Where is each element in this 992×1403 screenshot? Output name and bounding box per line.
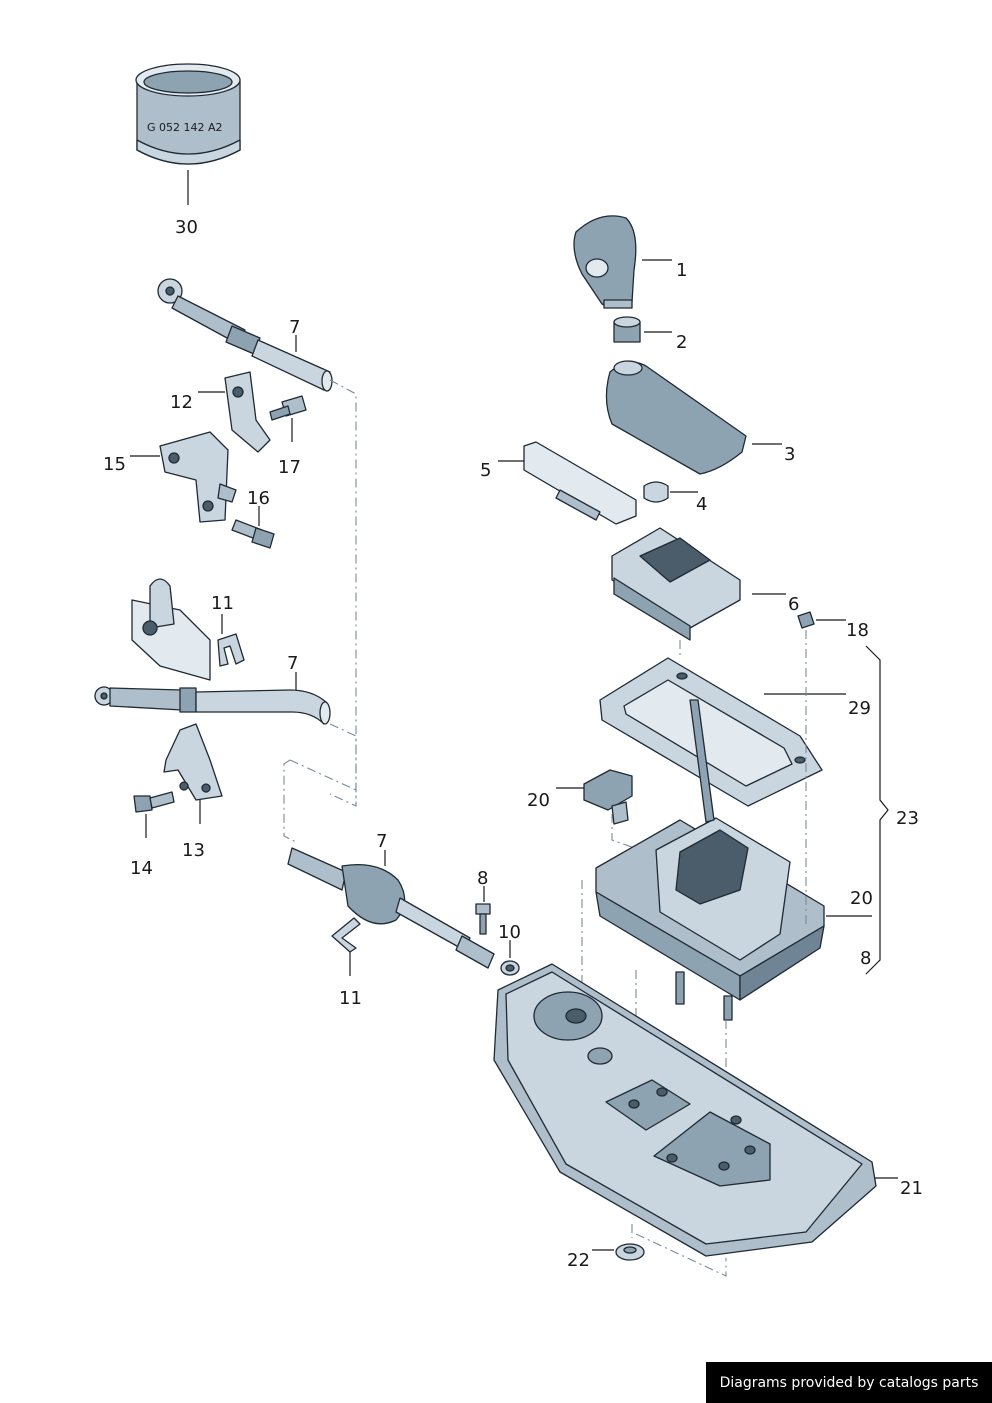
part-8-screw [475, 903, 491, 935]
callout-23: 23 [896, 808, 919, 829]
callout-11-lower: 11 [339, 988, 362, 1009]
callout-12: 12 [170, 392, 193, 413]
callout-16: 16 [247, 488, 270, 509]
part-16-bolt [231, 519, 275, 549]
part-1-shift-knob [573, 215, 637, 309]
callout-5: 5 [480, 460, 491, 481]
callout-29: 29 [848, 698, 871, 719]
callout-4: 4 [696, 494, 707, 515]
part-7-lower-cable [287, 847, 495, 969]
callout-10: 10 [498, 922, 521, 943]
callout-7-upper: 7 [289, 317, 300, 338]
callout-3: 3 [784, 444, 795, 465]
part-5-cover-strip [523, 441, 637, 525]
middle-mount-bracket [131, 578, 211, 681]
part-11-clip-upper [217, 633, 245, 667]
callout-17: 17 [278, 457, 301, 478]
callout-2: 2 [676, 332, 687, 353]
callout-7-lower: 7 [376, 831, 387, 852]
callout-20-housing: 20 [850, 888, 873, 909]
callout-11-upper: 11 [211, 593, 234, 614]
part-30-marking: G 052 142 A2 [147, 121, 223, 134]
callout-13: 13 [182, 840, 205, 861]
part-10-washer [500, 960, 520, 976]
part-18-nut [797, 611, 815, 629]
callout-18: 18 [846, 620, 869, 641]
part-22-grommet [615, 1243, 645, 1261]
diagram-credit: Diagrams provided by catalogs parts [706, 1362, 992, 1403]
callout-8-housing: 8 [860, 948, 871, 969]
part-2-bushing [613, 316, 641, 343]
selector-housing [595, 699, 825, 1021]
part-17-bolt [269, 395, 307, 421]
part-12-bracket [224, 371, 271, 453]
callout-7-middle: 7 [287, 653, 298, 674]
part-20-switch [583, 769, 633, 825]
callout-21: 21 [900, 1178, 923, 1199]
callout-22: 22 [567, 1250, 590, 1271]
part-21-base-plate [493, 963, 877, 1257]
part-14-bolt [133, 791, 175, 813]
callout-14: 14 [130, 858, 153, 879]
part-13-bracket [163, 723, 223, 801]
callout-6: 6 [788, 594, 799, 615]
callout-30: 30 [175, 217, 198, 238]
callout-1: 1 [676, 260, 687, 281]
callout-15: 15 [103, 454, 126, 475]
upper-cable-assembly [157, 278, 333, 392]
part-6-indicator-housing [611, 527, 741, 641]
part-7-middle-cable [94, 686, 331, 725]
part-11-clip-lower [331, 917, 361, 953]
callout-20-switch: 20 [527, 790, 550, 811]
part-4-ring [643, 481, 669, 503]
part-3-gaiter [605, 360, 747, 475]
callout-8-screw: 8 [477, 868, 488, 889]
part-29-frame [599, 657, 823, 807]
part-30-sleeve: G 052 142 A2 [135, 63, 241, 165]
part-15-bracket [159, 431, 237, 523]
